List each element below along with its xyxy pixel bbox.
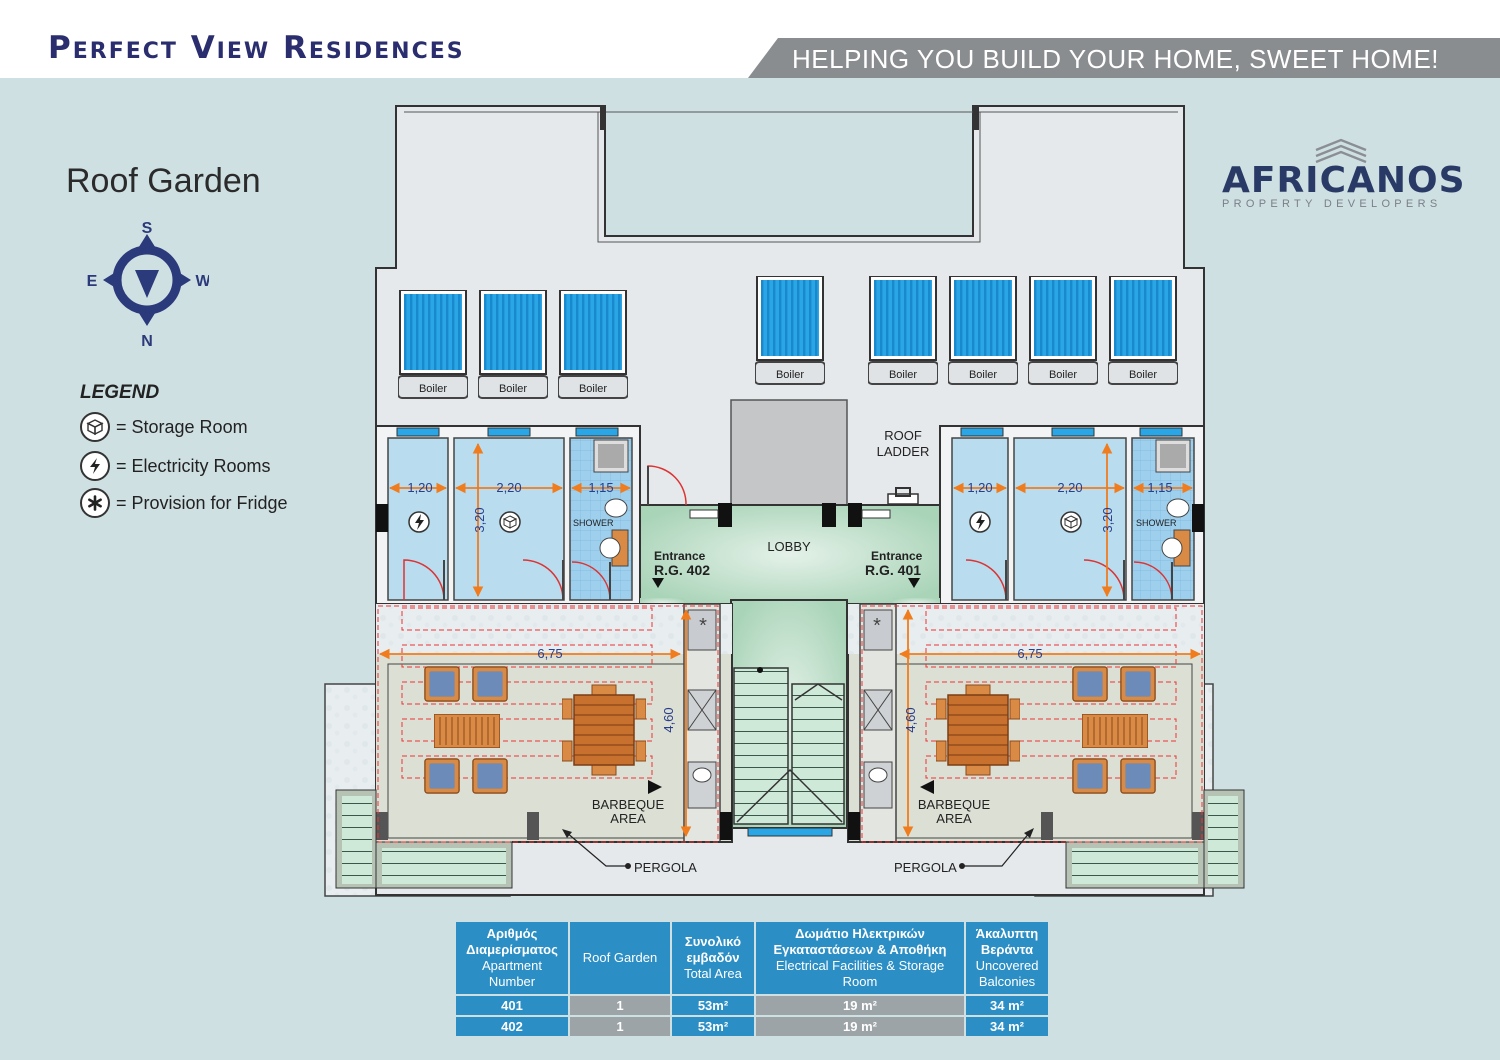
dimension-lines (378, 442, 1202, 838)
dimension-label: 1,20 (967, 480, 992, 495)
boiler-label: Boiler (579, 383, 607, 395)
boiler-label: Boiler (1049, 369, 1077, 381)
legend-item-storage: = Storage Room (80, 411, 248, 443)
entrance-arrow-icon (908, 578, 920, 588)
bbq-label: BARBEQUE (592, 797, 665, 812)
boiler-label: Boiler (419, 383, 447, 395)
table-header: Roof Garden (570, 922, 670, 994)
table-cell: 19 m² (756, 996, 964, 1015)
table-cell: 53m² (672, 996, 754, 1015)
legend-item-fridge: = Provision for Fridge (80, 487, 288, 519)
boiler-label: Boiler (776, 369, 804, 381)
entrance-unit-label: R.G. 401 (865, 562, 921, 578)
table-cell: 1 (570, 996, 670, 1015)
table-cell: 34 m² (966, 1017, 1048, 1036)
brand-title: Perfect View Residences (48, 30, 465, 66)
table-cell: 19 m² (756, 1017, 964, 1036)
legend-title: LEGEND (80, 382, 160, 403)
bbq-label: AREA (936, 811, 972, 826)
bbq-label: AREA (610, 811, 646, 826)
logo-name: AFRICANOS (1222, 160, 1466, 201)
lift-shaft (730, 399, 848, 506)
bbq-arrow-icon (920, 780, 934, 794)
lightning-bolt-icon (80, 451, 110, 481)
legend-label: = Electricity Rooms (116, 455, 271, 476)
dimension-label: 1,15 (588, 480, 613, 495)
dimension-label: 2,20 (496, 480, 521, 495)
shower-label: SHOWER (573, 518, 614, 528)
table-cell: 1 (570, 1017, 670, 1036)
table-cell: 53m² (672, 1017, 754, 1036)
boiler-label: Boiler (1129, 369, 1157, 381)
dimension-label: 4,60 (661, 707, 676, 732)
lightning-bolt-icon (415, 514, 424, 530)
logo-subtitle: PROPERTY DEVELOPERS (1222, 198, 1442, 210)
lightning-bolt-icon (976, 514, 985, 530)
terrace-right: * (847, 603, 1245, 889)
dimension-label: 4,60 (903, 707, 918, 732)
compass-west: W (195, 273, 209, 290)
svg-text:*: * (873, 615, 881, 637)
dimension-label: 3,20 (1100, 507, 1115, 532)
page-heading: Roof Garden (66, 162, 261, 200)
boiler-label: Boiler (889, 369, 917, 381)
room-icons (408, 511, 1082, 533)
entrance-label: Entrance (871, 549, 923, 563)
table-cell: 34 m² (966, 996, 1048, 1015)
entrance-label: Entrance (654, 549, 706, 563)
staircase (733, 667, 845, 837)
boiler-label: Boiler (499, 383, 527, 395)
dimension-label: 2,20 (1057, 480, 1082, 495)
shower-label: SHOWER (1136, 518, 1177, 528)
dimension-label: 3,20 (472, 507, 487, 532)
boiler-row: Boiler Boiler Boiler Boiler Boiler Boile… (398, 276, 1178, 399)
table-cell: 401 (456, 996, 568, 1015)
roof-ladder-label: LADDER (877, 444, 930, 459)
legend-label: = Provision for Fridge (116, 492, 288, 513)
floor-plan: Boiler Boiler Boiler Boiler Boiler Boile… (324, 105, 1245, 897)
pergola-label: PERGOLA (894, 860, 957, 875)
legend-label: = Storage Room (116, 416, 248, 437)
table-cell: 402 (456, 1017, 568, 1036)
compass-north: N (141, 333, 153, 346)
bbq-label: BARBEQUE (918, 797, 991, 812)
bbq-arrow-icon (648, 780, 662, 794)
compass-icon: S N E W (87, 220, 209, 346)
dimension-label: 6,75 (1017, 646, 1042, 661)
roof-logo-icon (1315, 138, 1367, 164)
table-header: Δωμάτιο Ηλεκτρικών Εγκαταστάσεων & Αποθή… (756, 922, 964, 994)
asterisk-icon (80, 488, 110, 518)
pergola-pointer (962, 831, 1031, 867)
entrance-unit-label: R.G. 402 (654, 562, 710, 578)
table-row: 401 1 53m² 19 m² 34 m² (456, 996, 1048, 1015)
storage-room-icon (80, 412, 110, 442)
terrace-left: * (335, 603, 733, 889)
svg-text:*: * (699, 615, 707, 637)
rooms-left (376, 427, 633, 601)
company-logo: AFRICANOS PROPERTY DEVELOPERS (1222, 138, 1472, 210)
compass-east: E (87, 273, 98, 290)
dimension-label: 6,75 (537, 646, 562, 661)
tagline-band (748, 38, 1500, 78)
compass-south: S (142, 220, 153, 237)
legend-item-electricity: = Electricity Rooms (80, 450, 271, 482)
tagline: HELPING YOU BUILD YOUR HOME, SWEET HOME! (792, 44, 1440, 74)
boiler-label: Boiler (969, 369, 997, 381)
entrance-arrow-icon (652, 578, 664, 588)
dimension-label: 1,20 (407, 480, 432, 495)
pergola-pointer (565, 831, 626, 867)
dimension-label: 1,15 (1147, 480, 1172, 495)
roof-ladder-label: ROOF (884, 428, 922, 443)
table-row: 402 1 53m² 19 m² 34 m² (456, 1017, 1048, 1036)
pergola-label: PERGOLA (634, 860, 697, 875)
lobby-label: LOBBY (767, 539, 811, 554)
